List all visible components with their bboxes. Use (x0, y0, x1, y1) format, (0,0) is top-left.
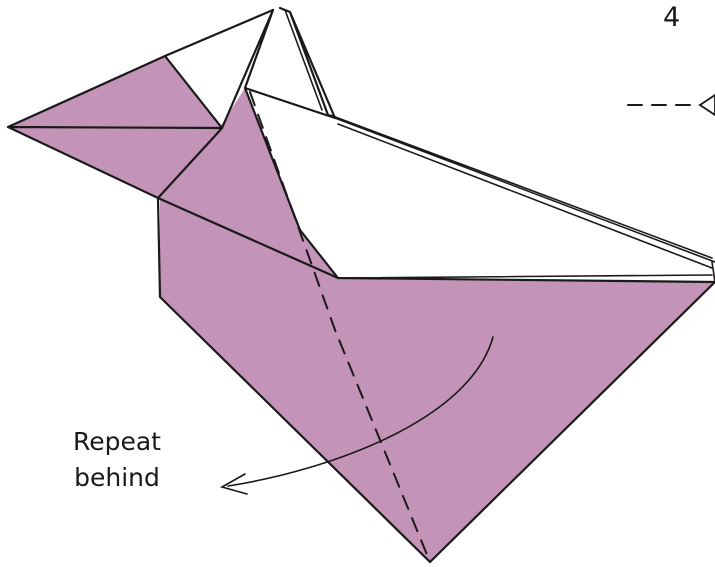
push-arrow-icon (698, 93, 715, 117)
instruction-line-1: Repeat (72, 427, 161, 456)
white-inner-flap (165, 10, 715, 278)
step-number: 4 (663, 2, 681, 33)
repeat-behind-curved-arrow (227, 336, 494, 487)
valley-fold-dashed-line (249, 91, 431, 563)
body-outline (156, 196, 715, 564)
body-colored (160, 88, 715, 562)
repeat-behind-label: Repeat behind (52, 424, 182, 496)
beak-upper-colored (8, 56, 222, 128)
curved-arrow-head-icon (219, 473, 248, 495)
top-flap-outline (163, 8, 275, 130)
back-edge-outline (278, 6, 337, 120)
beak-lower-colored (8, 127, 222, 198)
pleat-lines (284, 9, 715, 269)
instruction-line-2: behind (74, 463, 160, 492)
